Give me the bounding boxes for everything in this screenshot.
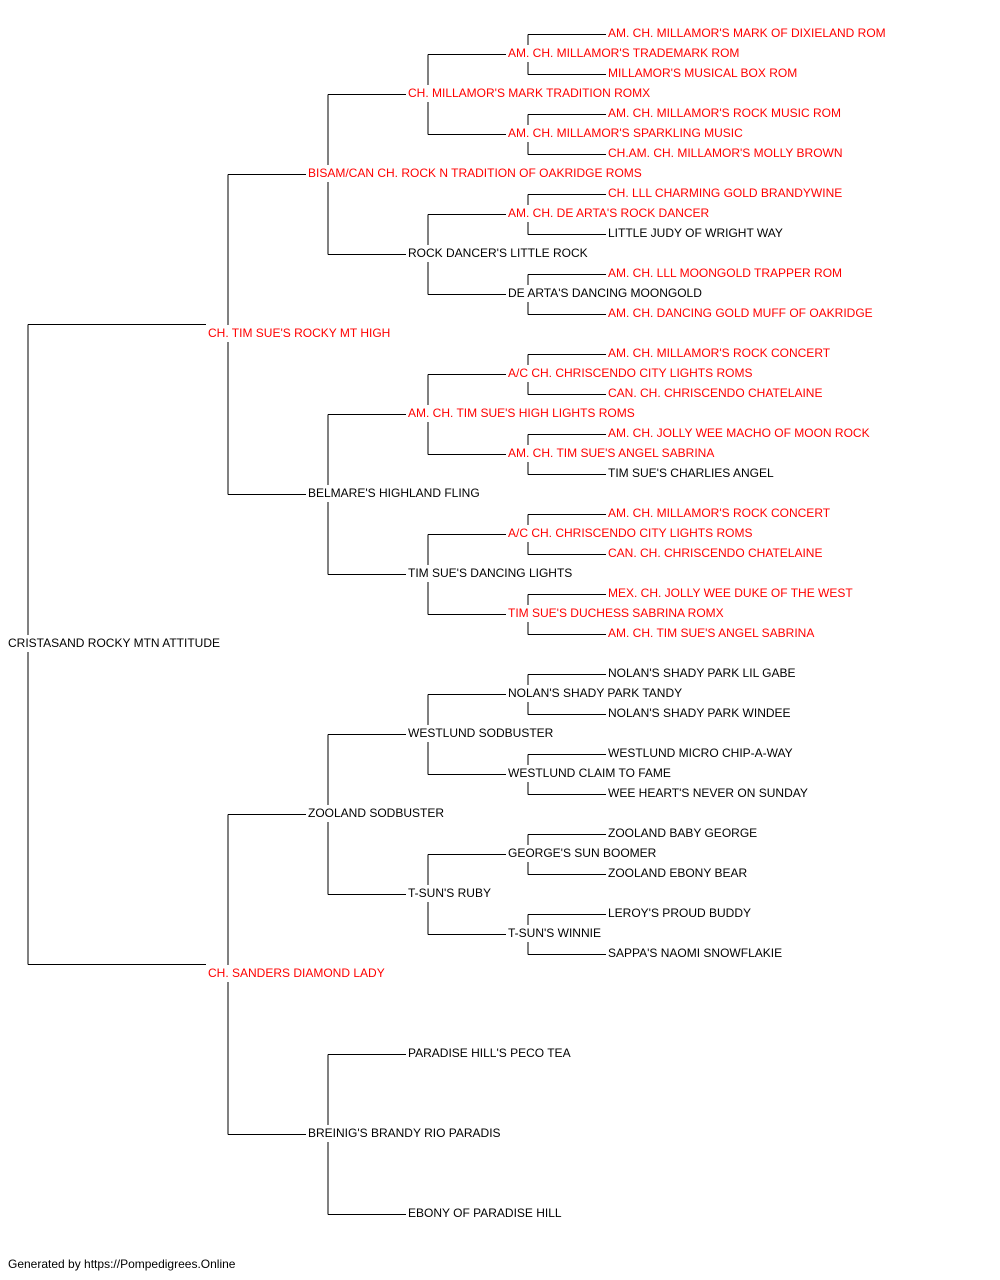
ancestor-gen5-sire: AM. CH. MILLAMOR'S ROCK CONCERT — [608, 346, 833, 360]
ancestor-gen5-sire: ZOOLAND BABY GEORGE — [608, 826, 760, 840]
ancestor-gen5-sire: LEROY'S PROUD BUDDY — [608, 906, 753, 920]
footer-credit: Generated by https://Pompedigrees.Online — [8, 1257, 236, 1271]
ancestor-gen3-sire: CH. MILLAMOR'S MARK TRADITION ROMX — [408, 86, 653, 100]
ancestor-gen5-dam: AM. CH. TIM SUE'S ANGEL SABRINA — [608, 626, 817, 640]
ancestor-gen5-sire: WESTLUND MICRO CHIP-A-WAY — [608, 746, 795, 760]
ancestor-gen3-sire: PARADISE HILL'S PECO TEA — [408, 1046, 573, 1060]
ancestor-gen5-dam: SAPPA'S NAOMI SNOWFLAKIE — [608, 946, 785, 960]
ancestor-gen3-sire: AM. CH. TIM SUE'S HIGH LIGHTS ROMS — [408, 406, 637, 420]
ancestor-gen5-sire: AM. CH. MILLAMOR'S MARK OF DIXIELAND ROM — [608, 26, 888, 40]
ancestor-gen2-sire: BISAM/CAN CH. ROCK N TRADITION OF OAKRID… — [308, 166, 644, 180]
ancestor-gen4-sire: A/C CH. CHRISCENDO CITY LIGHTS ROMS — [508, 366, 755, 380]
ancestor-gen3-dam: T-SUN'S RUBY — [408, 886, 493, 900]
ancestor-gen5-dam: CAN. CH. CHRISCENDO CHATELAINE — [608, 546, 825, 560]
ancestor-gen5-dam: LITTLE JUDY OF WRIGHT WAY — [608, 226, 785, 240]
ancestor-gen4-sire: GEORGE'S SUN BOOMER — [508, 846, 659, 860]
ancestor-gen4-sire: A/C CH. CHRISCENDO CITY LIGHTS ROMS — [508, 526, 755, 540]
ancestor-gen3-dam: EBONY OF PARADISE HILL — [408, 1206, 564, 1220]
ancestor-gen4-sire: NOLAN'S SHADY PARK TANDY — [508, 686, 685, 700]
ancestor-gen4-dam: AM. CH. TIM SUE'S ANGEL SABRINA — [508, 446, 717, 460]
ancestor-gen3-sire: WESTLUND SODBUSTER — [408, 726, 556, 740]
ancestor-gen2-dam: BELMARE'S HIGHLAND FLING — [308, 486, 482, 500]
ancestor-gen4-dam: TIM SUE'S DUCHESS SABRINA ROMX — [508, 606, 726, 620]
ancestor-gen4-dam: T-SUN'S WINNIE — [508, 926, 603, 940]
ancestor-gen3-dam: TIM SUE'S DANCING LIGHTS — [408, 566, 575, 580]
sire-dog: CH. TIM SUE'S ROCKY MT HIGH — [208, 326, 393, 340]
ancestor-gen5-dam: AM. CH. DANCING GOLD MUFF OF OAKRIDGE — [608, 306, 875, 320]
ancestor-gen4-dam: WESTLUND CLAIM TO FAME — [508, 766, 673, 780]
ancestor-gen4-dam: AM. CH. MILLAMOR'S SPARKLING MUSIC — [508, 126, 745, 140]
ancestor-gen5-sire: NOLAN'S SHADY PARK LIL GABE — [608, 666, 798, 680]
ancestor-gen5-sire: AM. CH. LLL MOONGOLD TRAPPER ROM — [608, 266, 845, 280]
ancestor-gen5-dam: WEE HEART'S NEVER ON SUNDAY — [608, 786, 810, 800]
ancestor-gen5-sire: CH. LLL CHARMING GOLD BRANDYWINE — [608, 186, 845, 200]
ancestor-gen5-dam: ZOOLAND EBONY BEAR — [608, 866, 750, 880]
ancestor-gen4-sire: AM. CH. DE ARTA'S ROCK DANCER — [508, 206, 712, 220]
subject-dog: CRISTASAND ROCKY MTN ATTITUDE — [8, 636, 223, 650]
ancestor-gen5-dam: TIM SUE'S CHARLIES ANGEL — [608, 466, 776, 480]
ancestor-gen5-sire: AM. CH. MILLAMOR'S ROCK MUSIC ROM — [608, 106, 843, 120]
ancestor-gen3-dam: ROCK DANCER'S LITTLE ROCK — [408, 246, 590, 260]
ancestor-gen5-sire: MEX. CH. JOLLY WEE DUKE OF THE WEST — [608, 586, 855, 600]
ancestor-gen2-dam: BREINIG'S BRANDY RIO PARADIS — [308, 1126, 503, 1140]
ancestor-gen5-dam: NOLAN'S SHADY PARK WINDEE — [608, 706, 793, 720]
ancestor-gen5-sire: AM. CH. JOLLY WEE MACHO OF MOON ROCK — [608, 426, 872, 440]
ancestor-gen5-dam: MILLAMOR'S MUSICAL BOX ROM — [608, 66, 800, 80]
ancestor-gen5-dam: CAN. CH. CHRISCENDO CHATELAINE — [608, 386, 825, 400]
ancestor-gen4-sire: AM. CH. MILLAMOR'S TRADEMARK ROM — [508, 46, 742, 60]
dam-dog: CH. SANDERS DIAMOND LADY — [208, 966, 387, 980]
ancestor-gen4-dam: DE ARTA'S DANCING MOONGOLD — [508, 286, 704, 300]
ancestor-gen5-sire: AM. CH. MILLAMOR'S ROCK CONCERT — [608, 506, 833, 520]
ancestor-gen2-sire: ZOOLAND SODBUSTER — [308, 806, 447, 820]
ancestor-gen5-dam: CH.AM. CH. MILLAMOR'S MOLLY BROWN — [608, 146, 845, 160]
